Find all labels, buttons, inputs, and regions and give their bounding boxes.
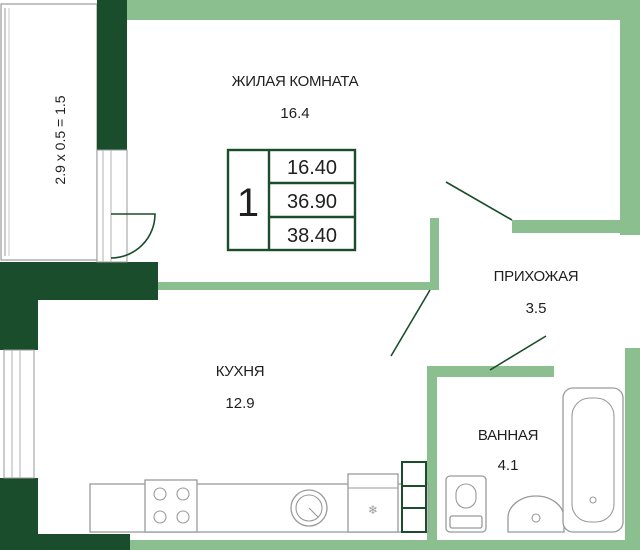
wardrobe-outline xyxy=(401,461,427,533)
stove xyxy=(144,479,198,533)
window xyxy=(3,349,35,479)
living-area-value: 16.40 xyxy=(287,157,337,179)
hall-area: 3.5 xyxy=(526,300,547,317)
bathroom-fixtures xyxy=(445,387,624,533)
window xyxy=(96,149,128,263)
doors xyxy=(110,181,547,371)
wall-segment xyxy=(512,220,640,233)
wall-segment xyxy=(625,348,640,550)
windows xyxy=(3,149,128,479)
wall-segment xyxy=(427,366,554,377)
kitchen-label: КУХНЯ xyxy=(216,363,265,380)
area-table: 1 16.40 36.90 38.40 xyxy=(226,148,357,252)
area-table-border xyxy=(226,148,357,252)
wall-segment xyxy=(427,366,437,550)
inner-walls xyxy=(127,0,640,550)
washbasin-drain xyxy=(531,513,541,523)
living-room-area: 16.4 xyxy=(280,105,309,122)
kitchen-sink-bowl xyxy=(295,494,323,522)
balcony-area-label: 2.9 х 0.5 = 1.5 xyxy=(52,95,68,184)
refrigerator xyxy=(347,473,399,533)
outer-walls xyxy=(0,0,158,550)
wall-segment xyxy=(0,262,158,300)
living-room-door xyxy=(445,181,513,221)
hall-label: ПРИХОЖАЯ xyxy=(494,268,579,285)
wall-segment xyxy=(0,300,38,350)
total-area-value: 38.40 xyxy=(287,225,337,247)
stove-burner xyxy=(153,487,167,501)
stove-burner xyxy=(153,510,167,524)
bathroom-door xyxy=(489,335,547,371)
wardrobe xyxy=(401,461,427,533)
kitchen-area: 12.9 xyxy=(225,395,254,412)
stove-burner xyxy=(176,510,190,524)
balcony-outline xyxy=(0,3,98,261)
bathroom-label: ВАННАЯ xyxy=(478,427,538,444)
sink-faucet xyxy=(308,507,319,518)
wall-segment xyxy=(0,478,38,550)
toilet-bowl xyxy=(455,483,477,509)
wall-segment xyxy=(158,282,439,290)
balcony-door xyxy=(110,213,156,259)
wall-segment xyxy=(97,0,127,150)
wall-segment xyxy=(130,540,640,550)
bathtub-drain xyxy=(589,496,597,504)
wall-segment xyxy=(127,0,640,20)
toilet-tank xyxy=(449,515,483,529)
bathroom-area: 4.1 xyxy=(498,457,519,474)
snowflake-icon: ❄ xyxy=(368,503,378,517)
bathtub xyxy=(562,387,624,533)
total-area-without-balcony-value: 36.90 xyxy=(287,191,337,213)
kitchen-fixtures: ❄ xyxy=(89,473,429,533)
living-room-label: ЖИЛАЯ КОМНАТА xyxy=(232,73,359,90)
wall-segment xyxy=(38,534,130,550)
wall-segment xyxy=(620,0,640,235)
rooms-count: 1 xyxy=(237,181,259,225)
stove-burner xyxy=(176,487,190,501)
wall-segment xyxy=(430,218,439,290)
kitchen-door xyxy=(390,289,431,357)
balcony: 2.9 х 0.5 = 1.5 xyxy=(0,3,98,261)
bathtub-inner xyxy=(571,397,615,523)
